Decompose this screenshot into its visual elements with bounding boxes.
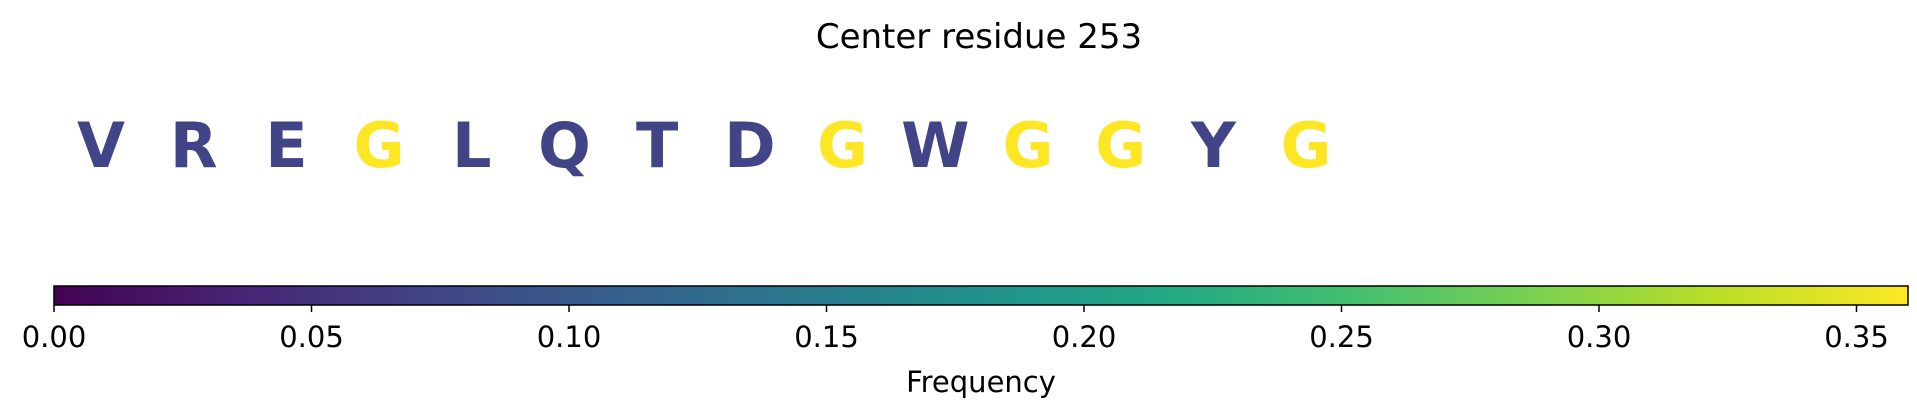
colorbar-tick-label: 0.15	[794, 320, 859, 354]
colorbar-label: Frequency	[906, 365, 1056, 399]
colorbar-tick-label: 0.20	[1052, 320, 1117, 354]
residue-5: L	[452, 109, 492, 182]
colorbar-tick-label: 0.25	[1309, 320, 1374, 354]
residue-7: T	[636, 109, 678, 182]
residue-4: G	[354, 109, 405, 182]
residue-9: G	[817, 109, 868, 182]
residue-3: E	[265, 109, 307, 182]
colorbar-ticks: 0.00 0.05 0.10 0.15 0.20 0.25 0.30 0.35	[22, 305, 1889, 354]
colorbar-tick-label: 0.05	[279, 320, 344, 354]
colorbar-tick-label: 0.00	[22, 320, 87, 354]
colorbar-tick-label: 0.35	[1824, 320, 1889, 354]
residue-8: D	[724, 109, 775, 182]
residue-12: G	[1095, 109, 1146, 182]
residue-1: V	[77, 109, 125, 182]
chart-title: Center residue 253	[816, 17, 1142, 57]
colorbar-gradient	[53, 285, 1909, 306]
colorbar-tick-label: 0.30	[1567, 320, 1632, 354]
colorbar-tick-label: 0.10	[537, 320, 602, 354]
residue-6: Q	[538, 109, 591, 182]
residue-14: G	[1281, 109, 1332, 182]
residue-13: Y	[1190, 109, 1237, 182]
residue-2: R	[170, 109, 218, 182]
residue-11: G	[1003, 109, 1054, 182]
residue-10: W	[901, 109, 969, 182]
